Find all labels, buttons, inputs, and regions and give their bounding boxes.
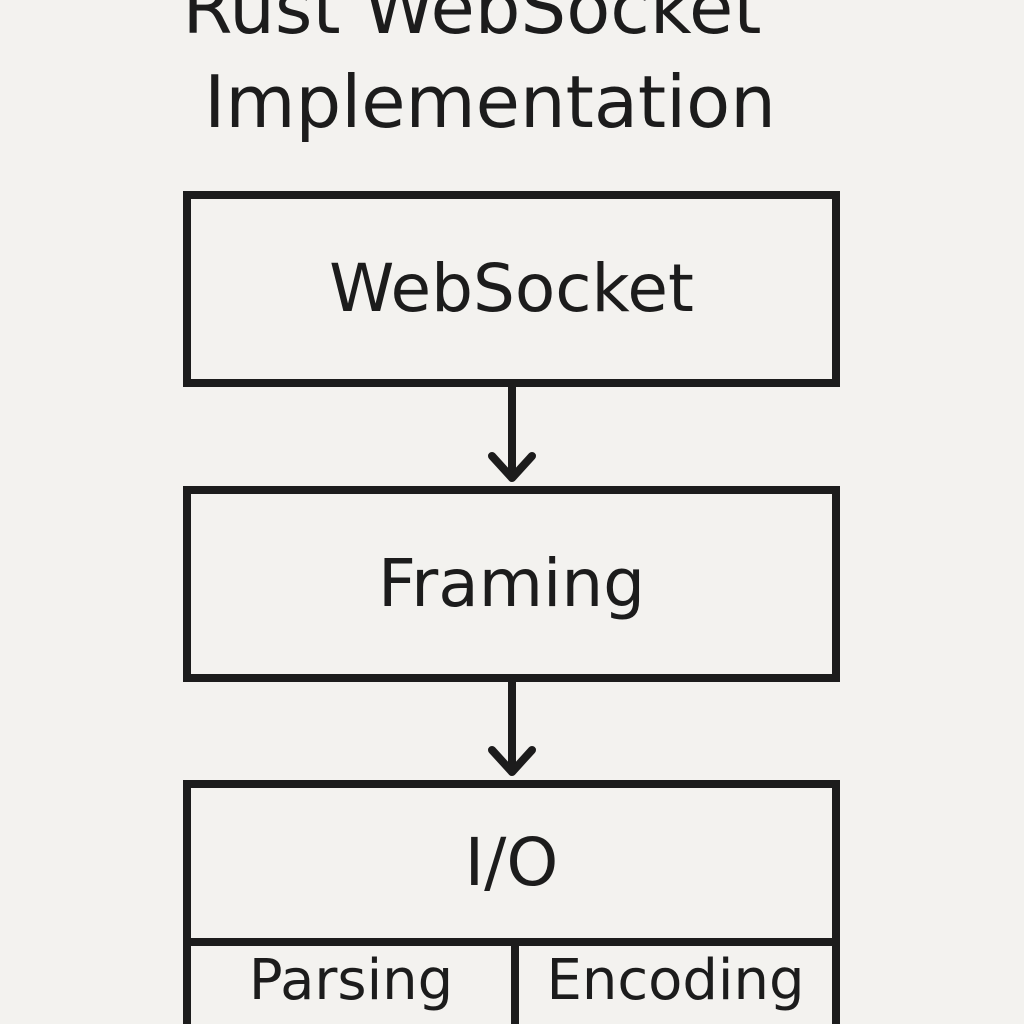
io-box: I/O Parsing Encoding — [183, 780, 840, 1024]
arrow-framing-to-io — [488, 678, 536, 776]
websocket-box: WebSocket — [183, 191, 840, 387]
framing-label: Framing — [377, 545, 646, 622]
parsing-label: Parsing — [248, 948, 454, 1013]
parsing-cell: Parsing — [191, 946, 511, 1016]
framing-box: Framing — [183, 486, 840, 682]
encoding-label: Encoding — [546, 948, 805, 1013]
diagram-title-line-1: Rust WebSocket — [182, 0, 762, 50]
diagram-title-line-2: Implementation — [204, 60, 776, 144]
io-vertical-divider — [511, 938, 519, 1024]
io-header: I/O — [191, 788, 832, 938]
websocket-label: WebSocket — [329, 250, 694, 327]
io-label: I/O — [464, 824, 559, 901]
arrow-websocket-to-framing — [488, 383, 536, 482]
encoding-cell: Encoding — [519, 946, 832, 1016]
